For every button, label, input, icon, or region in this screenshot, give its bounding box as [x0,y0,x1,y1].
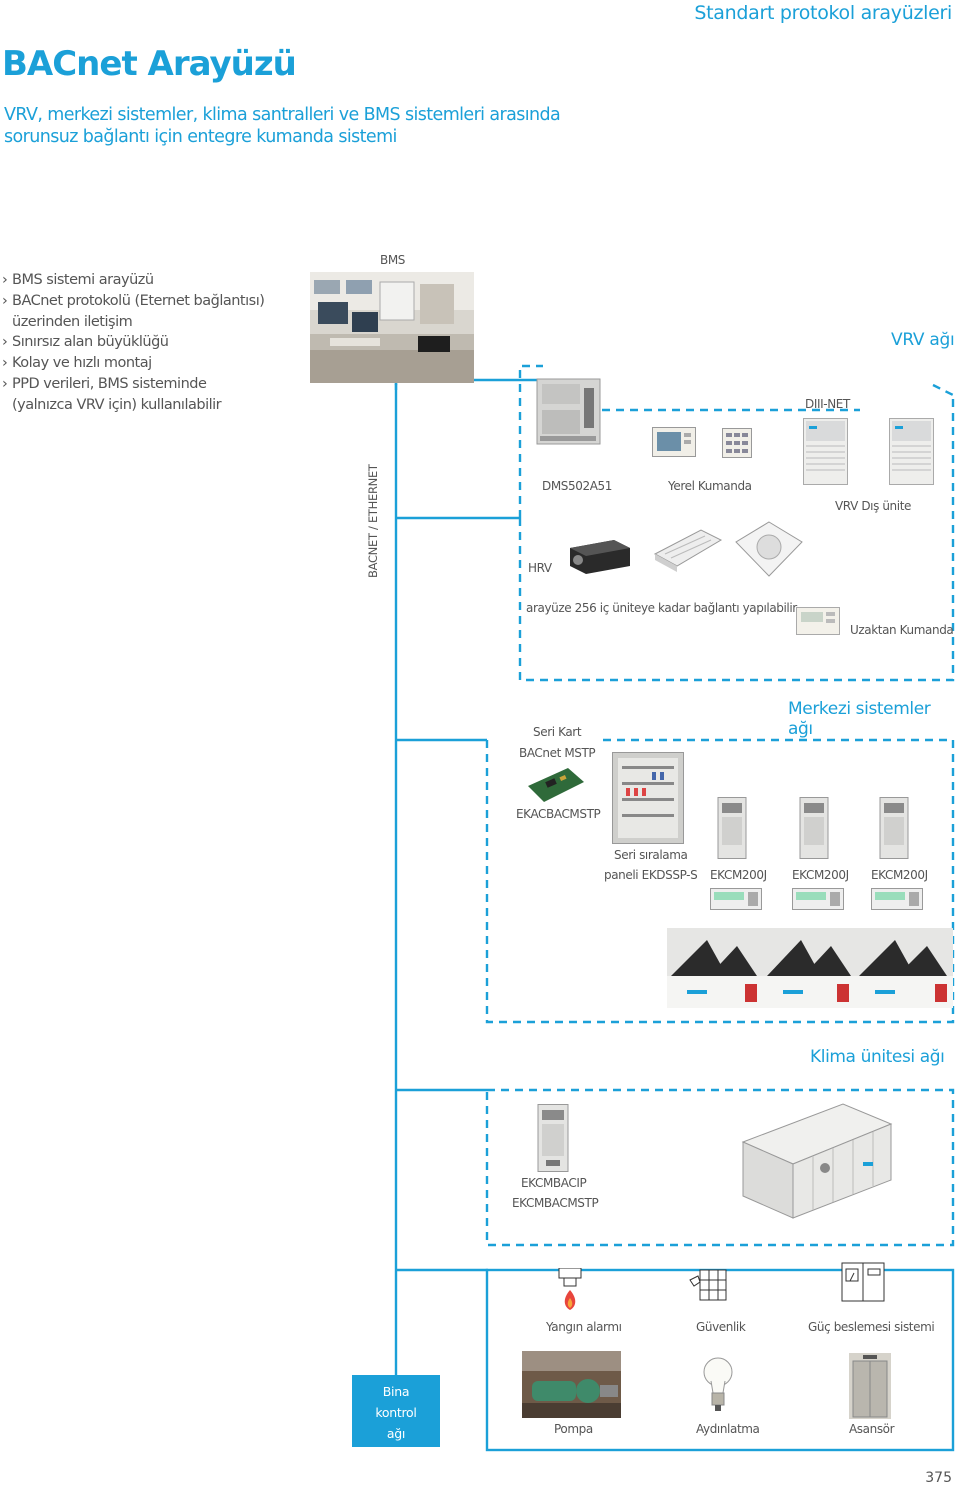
chiller-image-3 [855,928,953,1008]
capacity-note: arayüze 256 iç üniteye kadar bağlantı ya… [526,601,797,615]
bms-control-room-image [310,272,474,383]
serial-card-image [528,768,584,802]
diii-net-label: DIII-NET [805,397,850,411]
power-supply-label: Güç beslemesi sistemi [808,1320,935,1334]
air-handling-unit-image [741,1103,893,1219]
feature-item: BMS sistemi arayüzü [2,270,264,291]
fire-alarm-label: Yangın alarmı [546,1320,622,1334]
power-supply-icon [841,1262,885,1302]
bacnet-mstp-label: BACnet MSTP [519,746,596,760]
ekcm-label-1: EKCM200J [710,868,767,882]
pump-image [522,1351,621,1418]
round-cassette-image [735,521,803,577]
page-number: 375 [925,1470,952,1486]
chiller-network-label: Klima ünitesi ağı [810,1047,945,1067]
ekcmbacmstp-label: EKCMBACMSTP [512,1196,599,1210]
security-label: Güvenlik [696,1320,746,1334]
serial-card-label: Seri Kart [533,725,582,739]
elevator-image [849,1353,891,1419]
dms-unit-image [536,378,601,445]
vrv-outdoor-unit-image-2 [889,418,934,485]
ekcm-display-image-2 [792,888,844,910]
building-control-box: Bina kontrol ağı [352,1375,440,1447]
subtitle-line-2: sorunsuz bağlantı için entegre kumanda s… [4,127,397,147]
elevator-label: Asansör [849,1422,895,1436]
feature-list: BMS sistemi arayüzü BACnet protokolü (Et… [2,270,265,416]
ekcmbacip-label: EKCMBACIP [521,1176,587,1190]
feature-item: BACnet protokolü (Eternet bağlantısı) [2,291,265,312]
subtitle-line-1: VRV, merkezi sistemler, klima santraller… [4,105,561,125]
vrv-outdoor-unit-image [803,418,848,485]
lighting-label: Aydınlatma [696,1422,760,1436]
subtitle: VRV, merkezi sistemler, klima santraller… [4,104,561,148]
dms-label: DMS502A51 [542,479,612,493]
building-control-line-2: kontrol [375,1405,417,1420]
remote-control-image [796,607,840,635]
vrv-network-label: VRV ağı [891,330,955,350]
central-network-label: Merkezi sistemler ağı [788,699,931,739]
section-label: Standart protokol arayüzleri [694,2,952,24]
feature-item: üzerinden iletişim [12,313,133,330]
hrv-unit-image [570,540,630,574]
ekcm-label-2: EKCM200J [792,868,849,882]
hrv-label: HRV [528,561,552,575]
bacnet-ethernet-text: BACNET / ETHERNET [366,464,380,578]
building-control-line-1: Bina [382,1384,410,1399]
chiller-image-2 [763,928,855,1008]
ekcmbacip-module-image [537,1104,569,1172]
ekcm-display-image-1 [710,888,762,910]
ekcm-module-image-2 [799,797,829,859]
security-icon [689,1269,727,1301]
bms-label: BMS [380,253,406,267]
local-control-label: Yerel Kumanda [668,479,752,493]
central-network-frame [485,738,955,1024]
feature-item: Kolay ve hızlı montaj [2,353,264,374]
feature-item: (yalnızca VRV için) kullanılabilir [12,396,222,413]
fire-alarm-icon [558,1268,582,1310]
ekcm-label-3: EKCM200J [871,868,928,882]
serial-panel-label-2: paneli EKDSSP-S [604,868,698,882]
cassette-unit-image [653,529,723,572]
local-control-image [652,427,696,457]
ekcm-module-image-1 [717,797,747,859]
local-control-image-2 [722,428,752,458]
vrv-outdoor-label: VRV Dış ünite [835,499,911,513]
remote-control-label: Uzaktan Kumanda [850,623,954,637]
chiller-network-frame [485,1088,955,1247]
building-control-line-3: ağı [386,1426,406,1441]
page-title: BACnet Arayüzü [2,44,297,84]
ekcm-display-image-3 [871,888,923,910]
ekacbacmstp-label: EKACBACMSTP [516,807,601,821]
light-bulb-image [703,1357,733,1411]
serial-panel-image [612,752,684,844]
feature-item: PPD verileri, BMS sisteminde [2,374,264,395]
feature-item: Sınırsız alan büyüklüğü [2,332,264,353]
chiller-image-1 [667,928,763,1008]
bacnet-ethernet-label: BACNET / ETHERNET [366,458,380,578]
serial-panel-label-1: Seri sıralama [614,848,688,862]
pump-label: Pompa [554,1422,593,1436]
ekcm-module-image-3 [879,797,909,859]
